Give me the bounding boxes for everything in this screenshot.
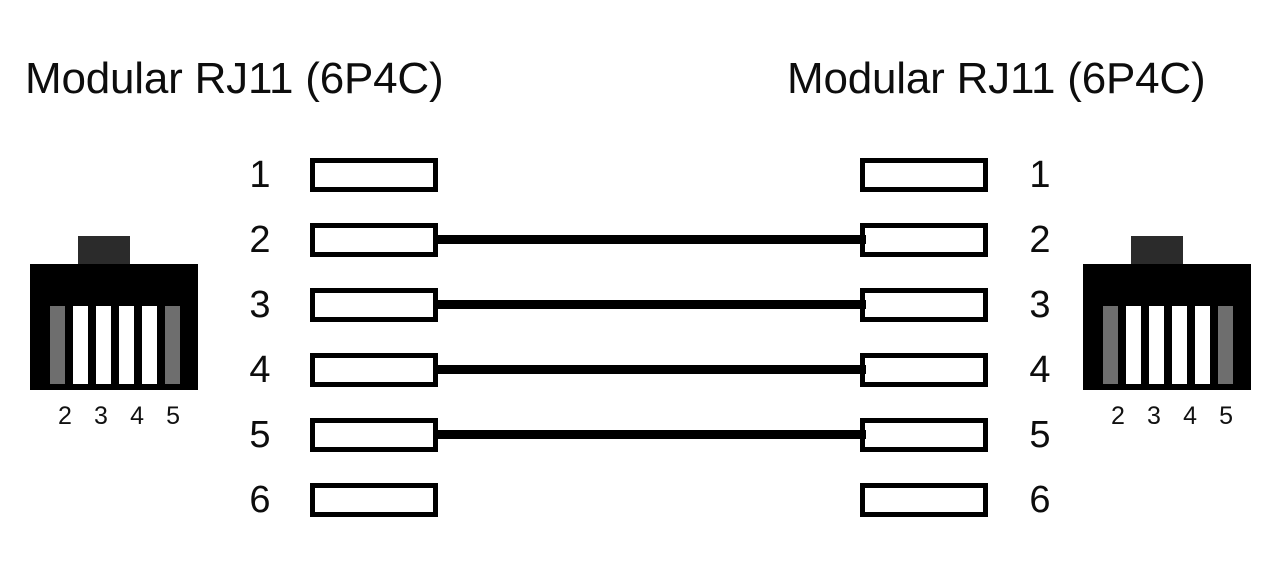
jack-latch-tab-icon [1131, 236, 1183, 266]
pin-number: 3 [249, 284, 271, 326]
pin-number: 5 [1029, 414, 1051, 456]
right-connector-title: Modular RJ11 (6P4C) [787, 54, 1206, 103]
jack-contact-label: 5 [1219, 402, 1233, 430]
pin-row-3: 3 [238, 284, 438, 326]
jack-contact-labels: 2 3 4 5 [1111, 404, 1233, 429]
pin-terminal [310, 418, 438, 452]
wire-4-to-4 [438, 365, 866, 374]
jack-contact-label: 3 [1147, 402, 1161, 430]
pin-number: 5 [249, 414, 271, 456]
pin-terminal [310, 288, 438, 322]
right-rj11-jack-icon: 2 3 4 5 [1073, 236, 1253, 429]
wire-5-to-5 [438, 430, 866, 439]
jack-contacts [1103, 306, 1233, 384]
jack-contacts [50, 306, 180, 384]
jack-contact-4 [119, 306, 134, 384]
pin-number: 1 [1029, 154, 1051, 196]
pin-terminal [310, 158, 438, 192]
jack-contact-3 [96, 306, 111, 384]
pin-terminal [860, 483, 988, 517]
jack-contact-label: 4 [130, 402, 144, 430]
left-connector-title: Modular RJ11 (6P4C) [25, 54, 444, 103]
jack-contact-2 [1126, 306, 1141, 384]
jack-contact-labels: 2 3 4 5 [58, 404, 180, 429]
jack-contact-label: 5 [166, 402, 180, 430]
jack-contact-label: 2 [58, 402, 72, 430]
jack-contact-6 [165, 306, 180, 384]
right-pin-ladder: 1 2 3 4 5 6 [860, 154, 1062, 521]
jack-contact-5 [1195, 306, 1210, 384]
pin-number: 3 [1029, 284, 1051, 326]
pin-terminal [860, 418, 988, 452]
pin-number: 2 [1029, 219, 1051, 261]
pin-row-5: 5 [860, 414, 1062, 456]
pin-terminal [860, 353, 988, 387]
pin-terminal [860, 223, 988, 257]
left-rj11-jack-icon: 2 3 4 5 [20, 236, 200, 429]
jack-contact-1 [50, 306, 65, 384]
jack-contact-label: 4 [1183, 402, 1197, 430]
pin-row-6: 6 [238, 479, 438, 521]
pin-number: 6 [249, 479, 271, 521]
jack-contact-2 [73, 306, 88, 384]
pin-row-3: 3 [860, 284, 1062, 326]
pin-terminal [310, 223, 438, 257]
jack-latch-tab-icon [78, 236, 130, 266]
jack-contact-3 [1149, 306, 1164, 384]
pin-row-1: 1 [860, 154, 1062, 196]
wire-2-to-2 [438, 235, 866, 244]
jack-contact-5 [142, 306, 157, 384]
jack-contact-label: 2 [1111, 402, 1125, 430]
pin-row-4: 4 [238, 349, 438, 391]
jack-contact-6 [1218, 306, 1233, 384]
pin-row-1: 1 [238, 154, 438, 196]
pin-row-6: 6 [860, 479, 1062, 521]
pin-row-2: 2 [860, 219, 1062, 261]
pin-terminal [310, 353, 438, 387]
pin-row-5: 5 [238, 414, 438, 456]
pin-number: 4 [249, 349, 271, 391]
jack-contact-4 [1172, 306, 1187, 384]
pin-number: 1 [249, 154, 271, 196]
pin-number: 4 [1029, 349, 1051, 391]
pin-terminal [310, 483, 438, 517]
pin-row-2: 2 [238, 219, 438, 261]
pin-terminal [860, 158, 988, 192]
pin-row-4: 4 [860, 349, 1062, 391]
pin-number: 6 [1029, 479, 1051, 521]
jack-contact-1 [1103, 306, 1118, 384]
pin-number: 2 [249, 219, 271, 261]
pin-terminal [860, 288, 988, 322]
jack-contact-label: 3 [94, 402, 108, 430]
left-pin-ladder: 1 2 3 4 5 6 [238, 154, 438, 521]
wire-3-to-3 [438, 300, 866, 309]
